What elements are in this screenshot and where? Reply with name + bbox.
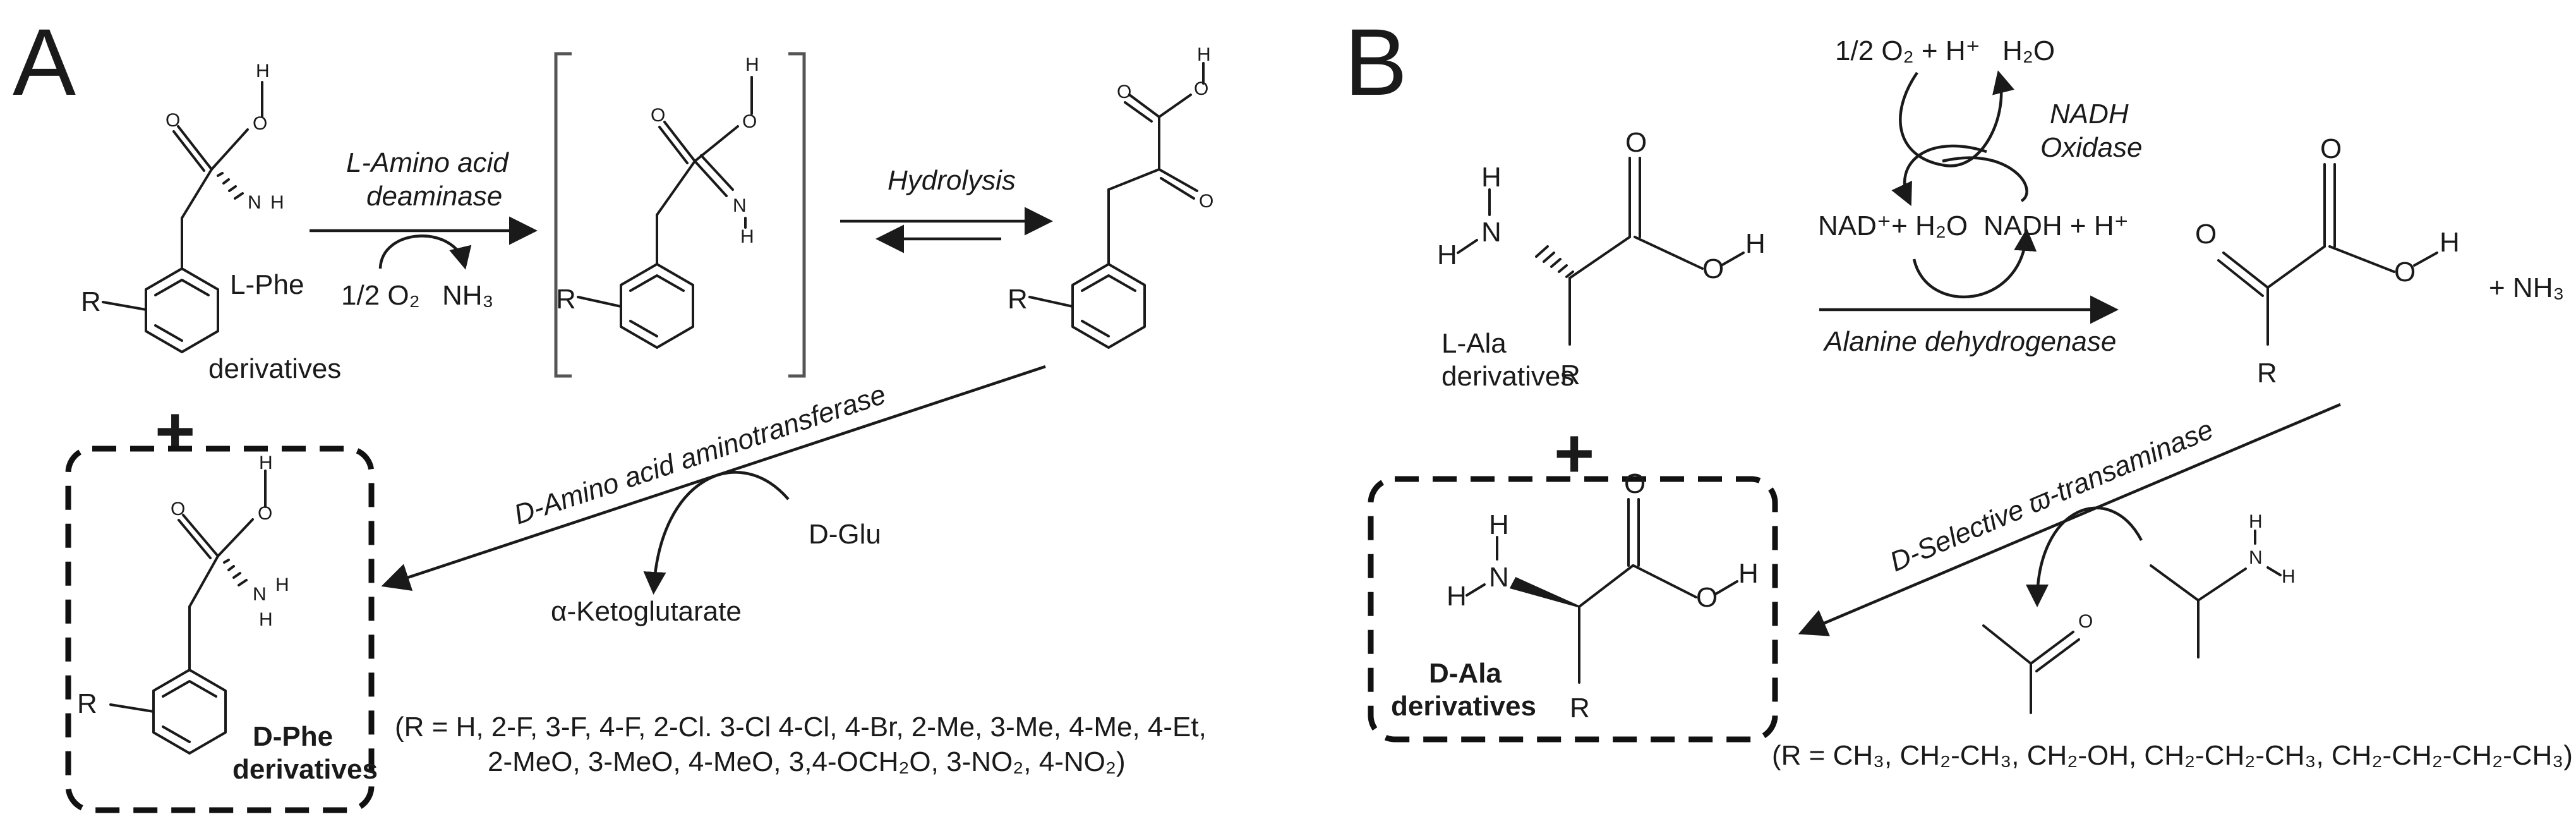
atom-o: O bbox=[651, 105, 665, 126]
d-phe-structure: O O H N H H R bbox=[77, 452, 289, 755]
panel-a: A O O H N H R L-Phe derivatives bbox=[13, 9, 1213, 813]
atom-h: H bbox=[275, 574, 289, 595]
atom-r: R bbox=[77, 688, 97, 719]
r-group-list-a: (R = H, 2-F, 3-F, 4-F, 2-Cl. 3-Cl 4-Cl, … bbox=[395, 712, 1207, 743]
d-ala-label: D-Ala bbox=[1429, 658, 1502, 689]
intermediate-brackets bbox=[554, 52, 806, 378]
atom-h: H bbox=[1481, 162, 1502, 193]
l-ala-structure: H N H O O H R bbox=[1437, 127, 1766, 391]
atom-h: H bbox=[2282, 566, 2296, 587]
atom-n: N bbox=[2249, 547, 2263, 568]
l-phe-label: derivatives bbox=[208, 353, 341, 384]
atom-h: H bbox=[256, 61, 270, 82]
enzyme-nadh-oxidase: Oxidase bbox=[2040, 132, 2142, 163]
atom-o: O bbox=[166, 110, 180, 131]
atom-o: O bbox=[2078, 611, 2093, 632]
atom-o: O bbox=[1702, 253, 1724, 284]
atom-o: O bbox=[742, 111, 757, 132]
atom-n: N bbox=[1489, 562, 1509, 593]
atom-h: H bbox=[1745, 228, 1766, 259]
atom-o: O bbox=[1625, 127, 1647, 158]
atom-r: R bbox=[81, 286, 101, 317]
enzyme-l-amino-acid-deaminase: L-Amino acid bbox=[346, 147, 509, 178]
isopropylamine-structure: H N H bbox=[2150, 511, 2296, 658]
hydrolysis-label: Hydrolysis bbox=[888, 165, 1016, 196]
product-box-d-phe bbox=[65, 446, 375, 813]
atom-h: H bbox=[2249, 511, 2263, 532]
l-phe-structure: O O H N H R bbox=[81, 61, 284, 353]
atom-h: H bbox=[740, 226, 754, 247]
panel-a-letter: A bbox=[13, 9, 76, 115]
atom-o: O bbox=[1194, 78, 1208, 99]
enzyme-d-selective-omega-transaminase: D-Selective ϖ-transaminase bbox=[1886, 414, 2218, 578]
cofactor-cycle bbox=[1891, 70, 2037, 299]
atom-o: O bbox=[1696, 582, 1718, 613]
r-group-list-a: 2-MeO, 3-MeO, 4-MeO, 3,4-OCH₂O, 3-NO₂, 4… bbox=[488, 746, 1126, 777]
l-ala-label: L-Ala bbox=[1441, 328, 1507, 359]
atom-o: O bbox=[2195, 219, 2217, 250]
atom-o: O bbox=[1624, 468, 1646, 499]
enzyme-nadh-oxidase: NADH bbox=[2050, 99, 2129, 130]
atom-n: N bbox=[1481, 217, 1502, 248]
enzyme-alanine-dehydrogenase: Alanine dehydrogenase bbox=[1822, 326, 2116, 357]
d-ala-label: derivatives bbox=[1391, 691, 1536, 722]
atom-h: H bbox=[259, 452, 273, 473]
atom-o: O bbox=[2394, 257, 2416, 288]
atom-r: R bbox=[2257, 358, 2277, 389]
byproduct-alpha-ketoglutarate: α-Ketoglutarate bbox=[551, 596, 742, 627]
atom-o: O bbox=[1117, 82, 1131, 102]
atom-h: H bbox=[745, 54, 759, 75]
atom-o: O bbox=[2320, 133, 2342, 164]
atom-r: R bbox=[556, 284, 576, 315]
panel-b-letter: B bbox=[1344, 9, 1407, 115]
d-phe-label: D-Phe bbox=[253, 721, 333, 752]
atom-n: N bbox=[253, 584, 267, 605]
product-box-d-ala bbox=[1368, 476, 1778, 743]
atom-r: R bbox=[1560, 360, 1580, 391]
l-phe-label: L-Phe bbox=[230, 269, 304, 300]
atom-h: H bbox=[1197, 44, 1211, 65]
r-group-list-b: (R = CH₃, CH₂-CH₃, CH₂-OH, CH₂-CH₂-CH₃, … bbox=[1772, 740, 2573, 771]
ammonia-byproduct: + NH₃ bbox=[2489, 272, 2564, 303]
atom-n: N bbox=[248, 192, 262, 213]
water-product: H₂O bbox=[2002, 35, 2055, 66]
atom-n: N bbox=[733, 195, 747, 216]
phenylpyruvate-structure: O O H O R bbox=[1008, 44, 1213, 349]
nadh-plus-proton: NADH + H⁺ bbox=[1983, 210, 2129, 241]
keto-acid-structure: O O O H R bbox=[2195, 133, 2460, 389]
d-ala-structure: H N H O O H R bbox=[1447, 468, 1759, 724]
enzyme-l-amino-acid-deaminase: deaminase bbox=[366, 181, 502, 212]
atom-r: R bbox=[1570, 693, 1590, 724]
atom-h: H bbox=[1437, 240, 1457, 270]
nad-plus-water: NAD⁺+ H₂O bbox=[1818, 210, 1968, 241]
acetone-structure: O bbox=[1982, 611, 2093, 714]
d-phe-label: derivatives bbox=[232, 754, 378, 785]
atom-h: H bbox=[2440, 227, 2460, 258]
amine-donor-d-glu: D-Glu bbox=[809, 519, 881, 550]
panel-b: B H N H O O H R L-Ala derivatives bbox=[1344, 9, 2573, 771]
l-ala-label: derivatives bbox=[1441, 361, 1574, 392]
atom-o: O bbox=[171, 499, 185, 519]
atom-h: H bbox=[1738, 558, 1759, 589]
atom-r: R bbox=[1008, 284, 1028, 315]
atom-h: H bbox=[1447, 581, 1467, 612]
cofactor-ammonia: NH₃ bbox=[442, 280, 493, 311]
atom-h: H bbox=[270, 192, 284, 213]
atom-h: H bbox=[1489, 509, 1509, 540]
atom-o: O bbox=[258, 503, 272, 524]
atom-o: O bbox=[253, 113, 267, 134]
atom-o: O bbox=[1199, 191, 1213, 212]
cofactor-oxygen: 1/2 O₂ bbox=[341, 280, 420, 311]
atom-h: H bbox=[259, 609, 273, 630]
plus-sign: + bbox=[155, 392, 195, 470]
imino-acid-structure: O O H N H R bbox=[556, 54, 759, 349]
enzyme-d-amino-acid-aminotransferase: D-Amino acid aminotransferase bbox=[510, 379, 889, 530]
oxygen-plus-proton: 1/2 O₂ + H⁺ bbox=[1835, 35, 1980, 66]
